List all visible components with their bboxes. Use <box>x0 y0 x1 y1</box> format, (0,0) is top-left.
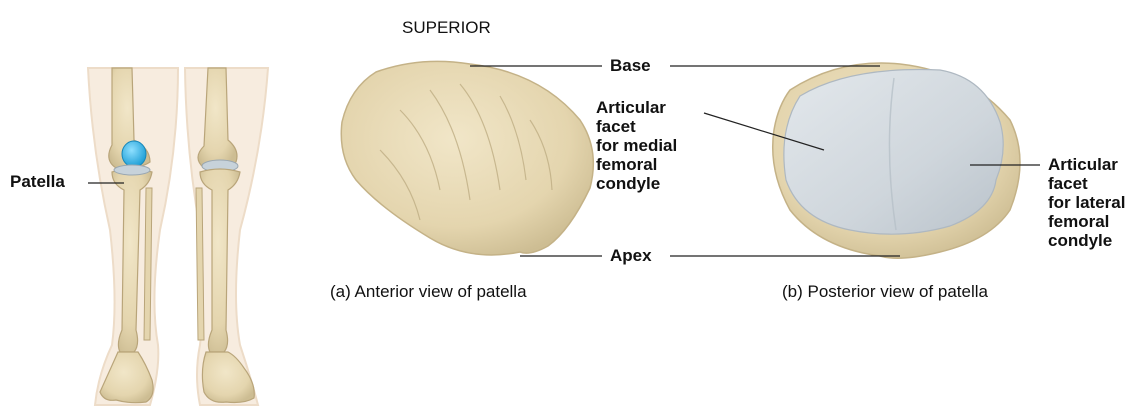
lateral-facet-line: Articular <box>1048 155 1125 174</box>
apex-label: Apex <box>610 246 652 265</box>
lateral-facet-line: femoral <box>1048 212 1125 231</box>
right-fibula <box>196 188 204 340</box>
lateral-facet-label: Articular facet for lateral femoral cond… <box>1048 155 1125 250</box>
medial-facet-line: condyle <box>596 174 677 193</box>
medial-facet-line: Articular <box>596 98 677 117</box>
anterior-patella <box>341 61 593 255</box>
left-patella-highlight <box>122 141 146 167</box>
right-foot <box>202 352 254 403</box>
medial-facet-line: facet <box>596 117 677 136</box>
superior-label: SUPERIOR <box>402 18 491 37</box>
lateral-facet-line: condyle <box>1048 231 1125 250</box>
medial-facet-line: for medial <box>596 136 677 155</box>
patella-label: Patella <box>10 172 65 191</box>
left-fibula <box>144 188 152 340</box>
medial-facet-line: femoral <box>596 155 677 174</box>
base-label: Base <box>610 56 651 75</box>
left-knee-cartilage <box>114 165 150 175</box>
anterior-caption: (a) Anterior view of patella <box>330 282 527 301</box>
medial-facet-label: Articular facet for medial femoral condy… <box>596 98 677 193</box>
lateral-facet-line: facet <box>1048 174 1125 193</box>
legs-illustration <box>88 68 268 405</box>
lateral-facet-line: for lateral <box>1048 193 1125 212</box>
posterior-caption: (b) Posterior view of patella <box>782 282 988 301</box>
